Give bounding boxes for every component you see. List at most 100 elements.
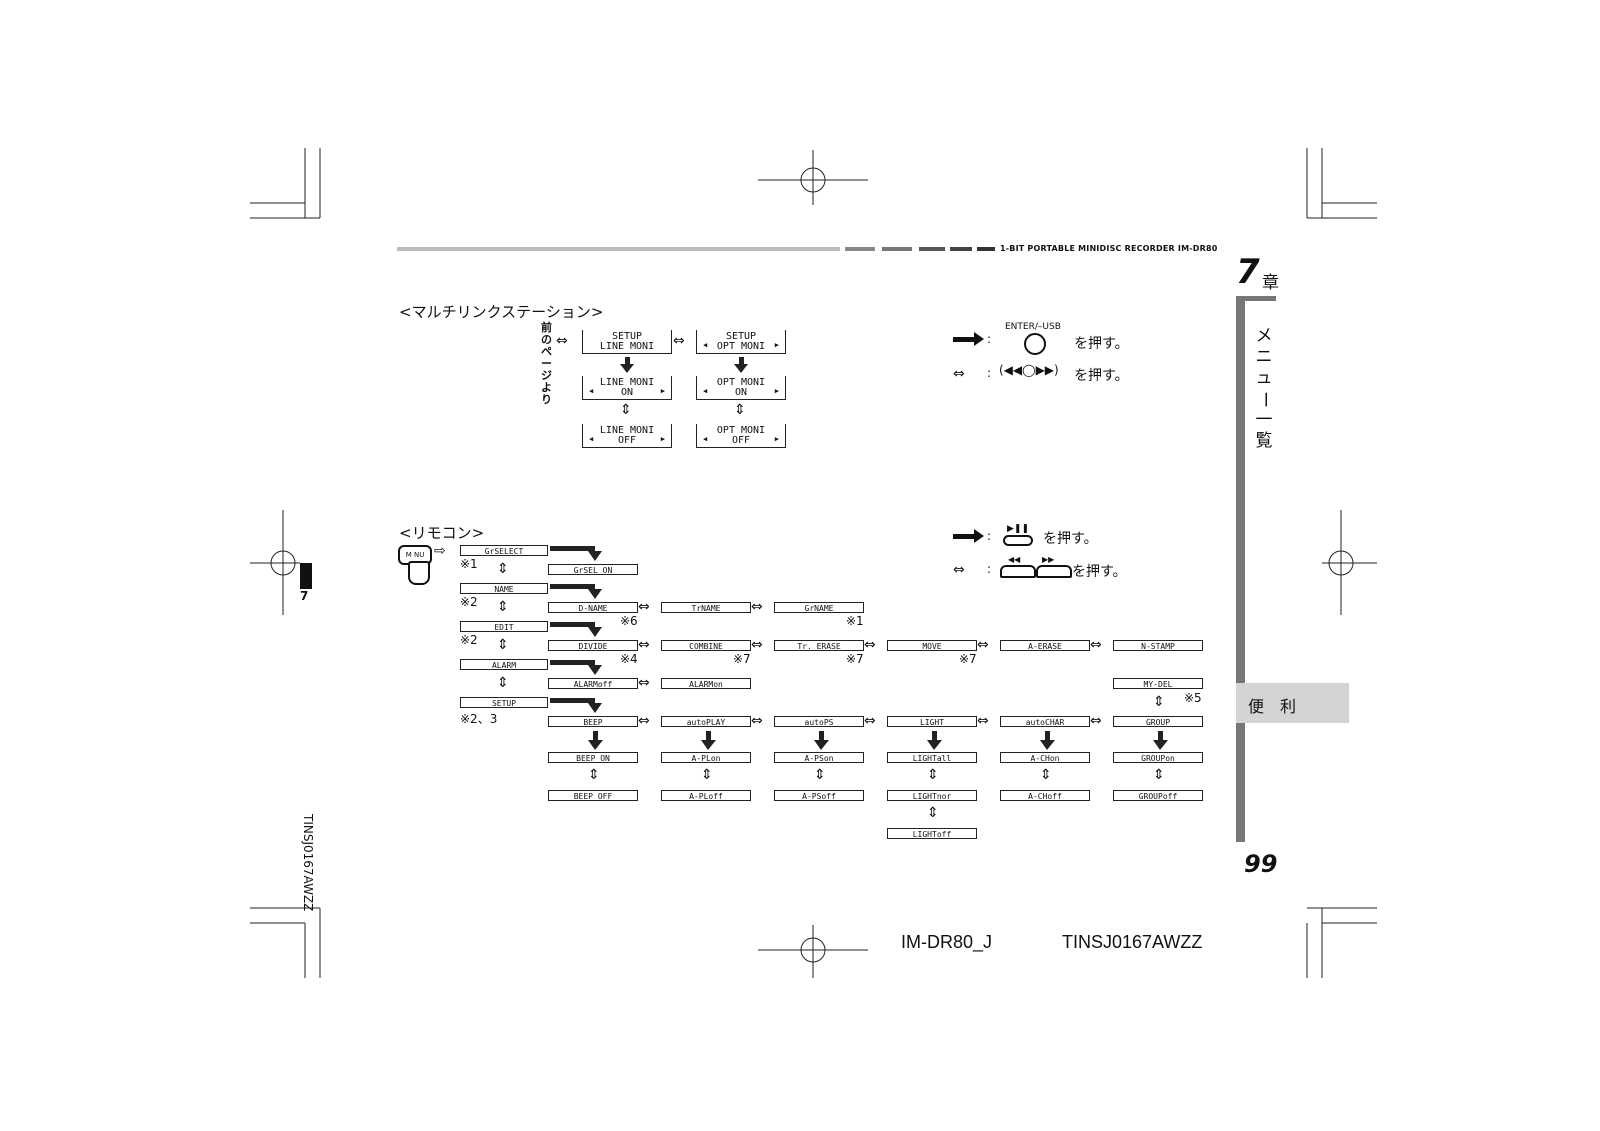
- play-pause-button-icon: ▶❚❚: [1003, 524, 1033, 546]
- legend-colon: :: [987, 332, 992, 346]
- lcd-a-ploff: A-PLoff: [661, 790, 751, 801]
- bidir-arrow-icon: ⇔: [1090, 713, 1102, 729]
- left-tab-number: 7: [300, 589, 309, 603]
- lcd-tr-erase: Tr. ERASE: [774, 640, 864, 651]
- footer-model-code: IM-DR80_J: [901, 932, 993, 952]
- note-6: ※6: [620, 614, 638, 628]
- bidir-arrow-icon: ⇔: [751, 713, 763, 729]
- updown-arrow-icon: ⇕: [814, 767, 826, 783]
- lcd-a-erase: A-ERASE: [1000, 640, 1090, 651]
- legend-colon: :: [987, 529, 992, 543]
- note-2a: ※2: [460, 595, 478, 609]
- right-arrow-head-icon: [974, 529, 984, 543]
- updown-arrow-icon: ⇕: [497, 675, 509, 691]
- lcd-alarm-on: ALARMon: [661, 678, 751, 689]
- lcd-lightoff: LIGHToff: [887, 828, 977, 839]
- updown-arrow-icon: ⇕: [734, 402, 746, 418]
- bidir-arrow-icon: ⇔: [953, 562, 965, 578]
- lcd-line: ON: [620, 387, 634, 398]
- bidir-arrow-icon: ⇔: [977, 637, 989, 653]
- note-7b: ※7: [846, 652, 864, 666]
- lcd-autochar: autoCHAR: [1000, 716, 1090, 727]
- sidebar-title-char: メ: [1255, 326, 1273, 346]
- note-1b: ※1: [846, 614, 864, 628]
- legend-colon: :: [987, 562, 992, 576]
- lcd-grname: GrNAME: [774, 602, 864, 613]
- note-7c: ※7: [959, 652, 977, 666]
- lcd-my-del: MY-DEL: [1113, 678, 1203, 689]
- legend-press-skip: を押す。: [1072, 564, 1127, 580]
- lcd-lightnor: LIGHTnor: [887, 790, 977, 801]
- lcd-line: OFF: [617, 435, 637, 446]
- lcd-a-chon: A-CHon: [1000, 752, 1090, 763]
- note-2b: ※2: [460, 633, 478, 647]
- right-arrow-icon: [953, 534, 975, 539]
- lcd-grselect: GrSELECT: [460, 545, 548, 556]
- updown-arrow-icon: ⇕: [497, 561, 509, 577]
- from-prev-page: 前のページより: [541, 321, 552, 406]
- note-4: ※4: [620, 652, 638, 666]
- lcd-groupon: GROUPon: [1113, 752, 1203, 763]
- footer-doc-code: TINSJ0167AWZZ: [1062, 932, 1203, 952]
- updown-arrow-icon: ⇕: [1153, 767, 1165, 783]
- lcd-line: SETUP: [725, 331, 757, 342]
- chapter-kanji: 章: [1262, 273, 1279, 293]
- lcd-groupoff: GROUPoff: [1113, 790, 1203, 801]
- right-arrow-icon: [953, 337, 975, 342]
- page-number: 99: [1244, 850, 1278, 878]
- skip-buttons-icon: (◀◀◯▶▶): [999, 363, 1059, 377]
- remote-heading: <リモコン>: [399, 524, 485, 542]
- lcd-line: SETUP: [611, 331, 643, 342]
- lcd-line: OPT MONI: [716, 341, 766, 352]
- legend-press-enter: を押す。: [1074, 336, 1129, 352]
- legend-colon: :: [987, 366, 992, 380]
- bidir-arrow-icon: ⇔: [673, 333, 685, 349]
- lcd-line: LINE MONI: [599, 377, 655, 388]
- lcd-trname: TrNAME: [661, 602, 751, 613]
- bidir-arrow-icon: ⇔: [953, 366, 965, 382]
- menu-button-hand-icon: M NU: [398, 545, 432, 585]
- sidebar-menu-title: メ ニ ュ ー 一 覧: [1254, 326, 1275, 452]
- bidir-arrow-icon: ⇔: [864, 637, 876, 653]
- sidebar-title-char: 覧: [1255, 431, 1273, 451]
- lcd-edit: EDIT: [460, 621, 548, 632]
- line-moni-off: LINE MONI OFF ◀▶: [582, 424, 672, 448]
- updown-arrow-icon: ⇕: [927, 805, 939, 821]
- updown-arrow-icon: ⇕: [497, 637, 509, 653]
- note-7a: ※7: [733, 652, 751, 666]
- lcd-a-plon: A-PLon: [661, 752, 751, 763]
- enter-usb-label: ENTER/–USB: [1005, 322, 1061, 332]
- setup-opt-moni: SETUP OPT MONI ◀▶: [696, 330, 786, 354]
- sidebar-title-char: 一: [1255, 410, 1273, 430]
- prev-next-buttons-icon: ◀◀▶▶: [1000, 555, 1072, 578]
- chapter-number: 7: [1236, 252, 1260, 292]
- opt-moni-on: OPT MONI ON ◀▶: [696, 376, 786, 400]
- lcd-autoplay: autoPLAY: [661, 716, 751, 727]
- bidir-arrow-icon: ⇔: [638, 599, 650, 615]
- legend-press-play: を押す。: [1043, 531, 1098, 547]
- bidir-arrow-icon: ⇔: [751, 637, 763, 653]
- bidir-arrow-icon: ⇔: [1090, 637, 1102, 653]
- lcd-alarm-off: ALARMoff: [548, 678, 638, 689]
- note-2-3: ※2、3: [460, 712, 498, 726]
- updown-arrow-icon: ⇕: [1040, 767, 1052, 783]
- lcd-line: OPT MONI: [716, 425, 766, 436]
- updown-arrow-icon: ⇕: [588, 767, 600, 783]
- lcd-group: GROUP: [1113, 716, 1203, 727]
- lcd-beep-off: BEEP OFF: [548, 790, 638, 801]
- updown-arrow-icon: ⇕: [620, 402, 632, 418]
- line-moni-on: LINE MONI ON ◀▶: [582, 376, 672, 400]
- lcd-autops: autoPS: [774, 716, 864, 727]
- lcd-line: OFF: [731, 435, 751, 446]
- bidir-arrow-icon: ⇔: [751, 599, 763, 615]
- lcd-combine: COMBINE: [661, 640, 751, 651]
- hollow-right-arrow-icon: ⇨: [434, 543, 446, 559]
- lcd-lightall: LIGHTall: [887, 752, 977, 763]
- bidir-arrow-icon: ⇔: [556, 333, 568, 349]
- lcd-alarm: ALARM: [460, 659, 548, 670]
- sidebar-title-char: ュ: [1255, 368, 1273, 388]
- setup-line-moni: SETUP LINE MONI: [582, 330, 672, 354]
- bidir-arrow-icon: ⇔: [638, 675, 650, 691]
